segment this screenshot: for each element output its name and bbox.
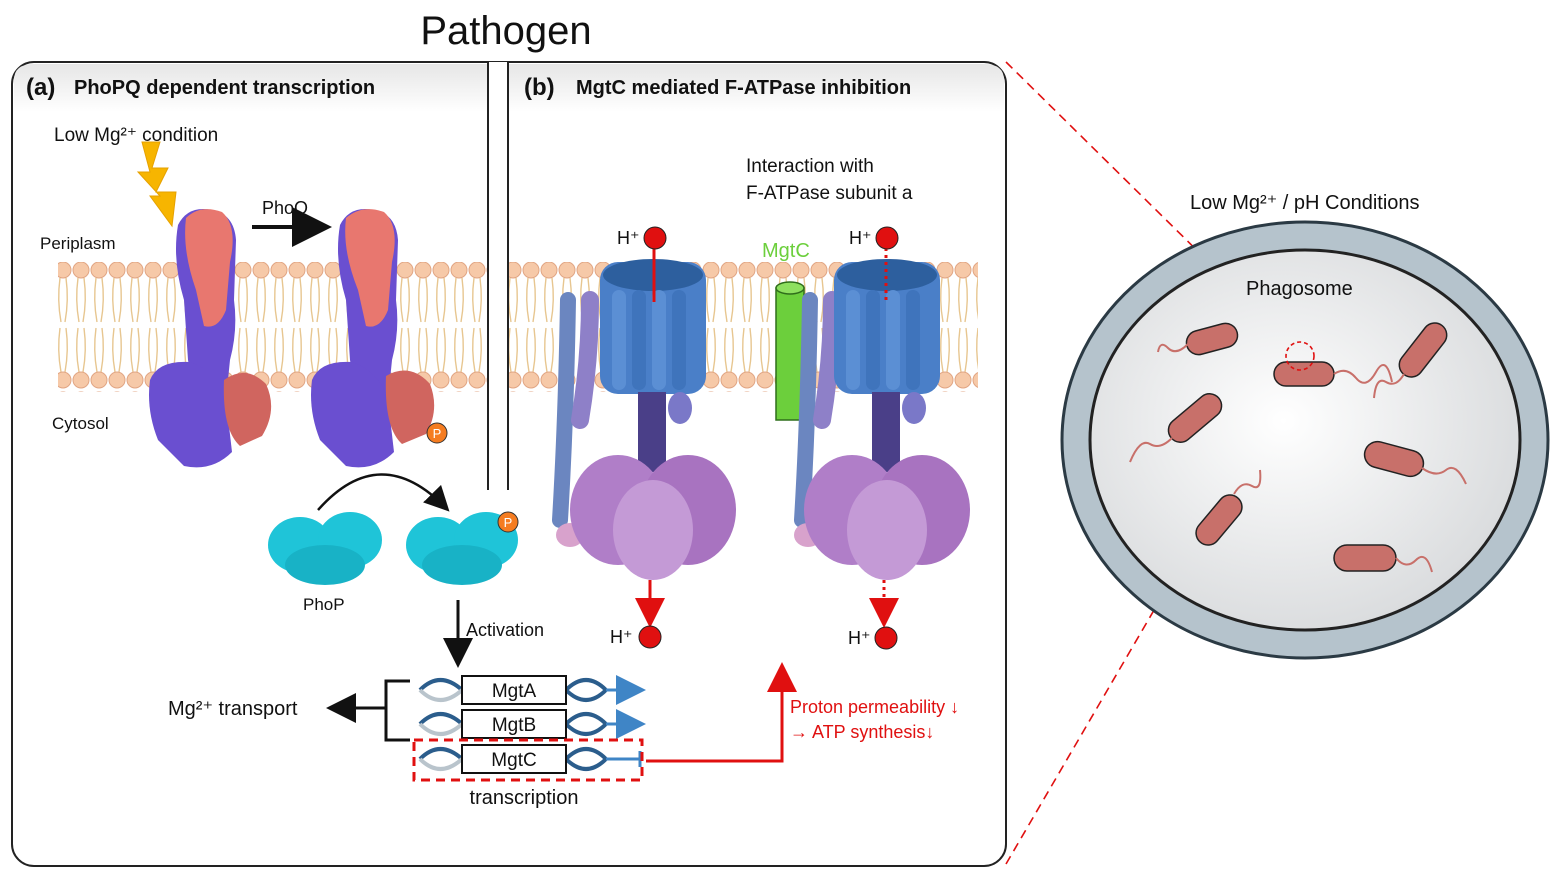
effect-line-2: → ATP synthesis↓	[790, 722, 934, 742]
panel-b-title: MgtC mediated F-ATPase inhibition	[576, 77, 911, 99]
phosphotransfer-arrow	[317, 473, 450, 512]
phoq-active	[311, 209, 435, 468]
bacterium	[1129, 393, 1223, 463]
bacterium	[1363, 440, 1467, 485]
transcription-label: transcription	[470, 787, 579, 809]
zoom-line-bottom	[1005, 369, 1295, 865]
zoom-circle	[1285, 341, 1315, 371]
phagosome-condition-label: Low Mg²⁺ / pH Conditions	[1190, 192, 1420, 214]
periplasm-label: Periplasm	[40, 234, 116, 253]
panel-divider-gap	[488, 62, 508, 490]
activation-label: Activation	[466, 620, 544, 640]
proton-label-bottom-1: H⁺	[610, 627, 633, 647]
gene-bracket	[384, 679, 410, 742]
proton-top-1	[643, 226, 667, 250]
phospho-badge-phop	[497, 511, 519, 533]
panel-a-letter: (a)	[26, 74, 55, 101]
phoq-inactive	[149, 209, 272, 468]
phospho-label-phop: P	[504, 515, 513, 530]
phagosome-inner	[1088, 248, 1522, 632]
gene-mgta	[418, 675, 646, 705]
panel-a-title: PhoPQ dependent transcription	[74, 77, 375, 99]
proton-label-top-1: H⁺	[617, 228, 640, 248]
gene-mgtc	[418, 744, 642, 774]
phospho-badge-phoq	[426, 422, 448, 444]
effect-line-1: Proton permeability ↓	[790, 697, 959, 717]
mgtc-effect-arrow	[646, 662, 797, 763]
gene-mgtb-label: MgtB	[492, 715, 536, 736]
mgtc-protein	[775, 281, 805, 421]
f-atpase-normal	[552, 259, 736, 580]
phop-label: PhoP	[303, 595, 345, 614]
gene-mgtb	[418, 709, 646, 739]
cytosol-label: Cytosol	[52, 414, 109, 433]
proton-label-bottom-2: H⁺	[848, 628, 871, 648]
low-mg-condition-label: Low Mg²⁺ condition	[54, 125, 218, 146]
proton-top-2	[875, 226, 899, 250]
lightning-icon	[136, 141, 177, 228]
panel-b-letter: (b)	[524, 74, 555, 101]
phagosome-label: Phagosome	[1246, 278, 1353, 300]
mgtc-highlight-box	[412, 738, 644, 782]
gene-mgta-label: MgtA	[492, 681, 537, 702]
mg-transport-label: Mg²⁺ transport	[168, 698, 298, 720]
proton-bottom-2	[874, 626, 898, 650]
f-atpase-inhibited	[794, 259, 970, 580]
mgtc-protein-label: MgtC	[762, 240, 810, 262]
bacterium	[1195, 469, 1262, 546]
bacterium	[1373, 322, 1448, 399]
gene-mgtc-label: MgtC	[491, 750, 536, 771]
phoq-label: PhoQ	[262, 198, 308, 218]
proton-label-top-2: H⁺	[849, 228, 872, 248]
interaction-label-2: F-ATPase subunit a	[746, 183, 913, 204]
bacterium	[1273, 361, 1393, 387]
interaction-label-1: Interaction with	[746, 156, 874, 177]
figure-title: Pathogen	[420, 9, 591, 53]
proton-bottom-1	[638, 625, 662, 649]
zoom-line-top	[1005, 61, 1301, 353]
bacterium	[1157, 322, 1239, 356]
bacterium	[1333, 544, 1433, 573]
phop-protein	[268, 512, 382, 585]
phospho-label-phoq: P	[433, 426, 442, 441]
